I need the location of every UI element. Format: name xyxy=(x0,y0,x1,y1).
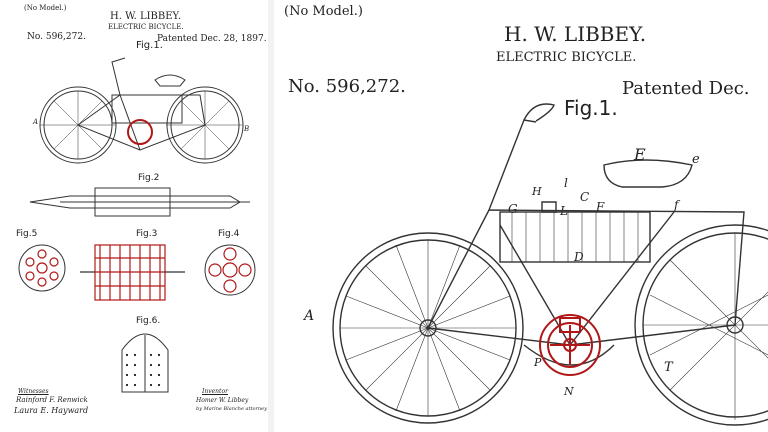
ref-letter-p: P xyxy=(534,356,542,369)
ref-letter-g: G xyxy=(508,202,518,216)
patent-sheet-zoomed: (No Model.) H. W. LIBBEY. ELECTRIC BICYC… xyxy=(274,0,768,432)
ref-letter-e-upper: E xyxy=(634,145,646,164)
fig1-bicycle-zoomed xyxy=(332,103,768,426)
inventor-label: Inventor xyxy=(202,388,228,395)
motor-hub-highlight xyxy=(539,314,601,376)
ref-letter-h: H xyxy=(532,185,542,198)
fig4-label: Fig.4 xyxy=(218,229,240,239)
model-note: (No Model.) xyxy=(24,4,67,12)
fig5-label: Fig.5 xyxy=(16,229,38,239)
fig1-motor-hub-small xyxy=(127,119,153,145)
fig3-label: Fig.3 xyxy=(136,229,158,239)
fig1-label-zoomed: Fig.1. xyxy=(564,96,618,120)
fig5-end-view xyxy=(18,244,66,292)
inventor-signature: Homer W. Libbey xyxy=(196,397,249,404)
patent-title-zoomed: ELECTRIC BICYCLE. xyxy=(496,50,637,65)
patent-date: Patented Dec. 28, 1897. xyxy=(157,34,267,44)
witnesses-label: Witnesses xyxy=(18,388,49,395)
ref-letter-e-lower: e xyxy=(692,152,700,167)
inventor-name: H. W. LIBBEY. xyxy=(110,11,182,22)
fig3-motor-section xyxy=(80,244,185,301)
ref-letter-f-small: f xyxy=(674,198,679,212)
witness-signature-1: Rainford F. Renwick xyxy=(16,396,88,404)
patent-sheet-overview: (No Model.) H. W. LIBBEY. ELECTRIC BICYC… xyxy=(0,0,268,432)
fig1-bicycle-small xyxy=(39,57,244,164)
witness-signature-2: Laura E. Hayward xyxy=(14,406,89,415)
fig6-label: Fig.6. xyxy=(136,316,161,326)
overview-drawings xyxy=(18,57,256,393)
fig2-top-view xyxy=(29,187,250,217)
patent-number-zoomed: No. 596,272. xyxy=(288,76,406,97)
fig1-label: Fig.1. xyxy=(136,40,163,51)
fig4-end-view xyxy=(204,244,256,296)
ref-letter-d: D xyxy=(574,250,584,264)
fig6-battery xyxy=(121,333,169,393)
patent-date-zoomed: Patented Dec. xyxy=(622,78,750,99)
ref-letter-a: A xyxy=(33,118,39,126)
ref-letter-l-small: l xyxy=(564,176,568,190)
ref-letter-b: B xyxy=(244,125,250,133)
model-note-zoomed: (No Model.) xyxy=(284,4,363,19)
fig2-label: Fig.2 xyxy=(138,173,160,183)
ref-letter-c: C xyxy=(580,190,590,204)
patent-title: ELECTRIC BICYCLE. xyxy=(108,23,184,31)
patent-number: No. 596,272. xyxy=(27,32,86,42)
panel-divider xyxy=(268,0,274,432)
ref-letter-a-zoomed: A xyxy=(304,308,315,324)
ref-letter-f: F xyxy=(596,200,605,214)
ref-letter-n: N xyxy=(564,385,574,398)
inventor-name-zoomed: H. W. LIBBEY. xyxy=(504,22,647,46)
attorney-signature: by Marine Blanche attorney xyxy=(196,406,267,412)
ref-letter-t: T xyxy=(664,360,673,375)
